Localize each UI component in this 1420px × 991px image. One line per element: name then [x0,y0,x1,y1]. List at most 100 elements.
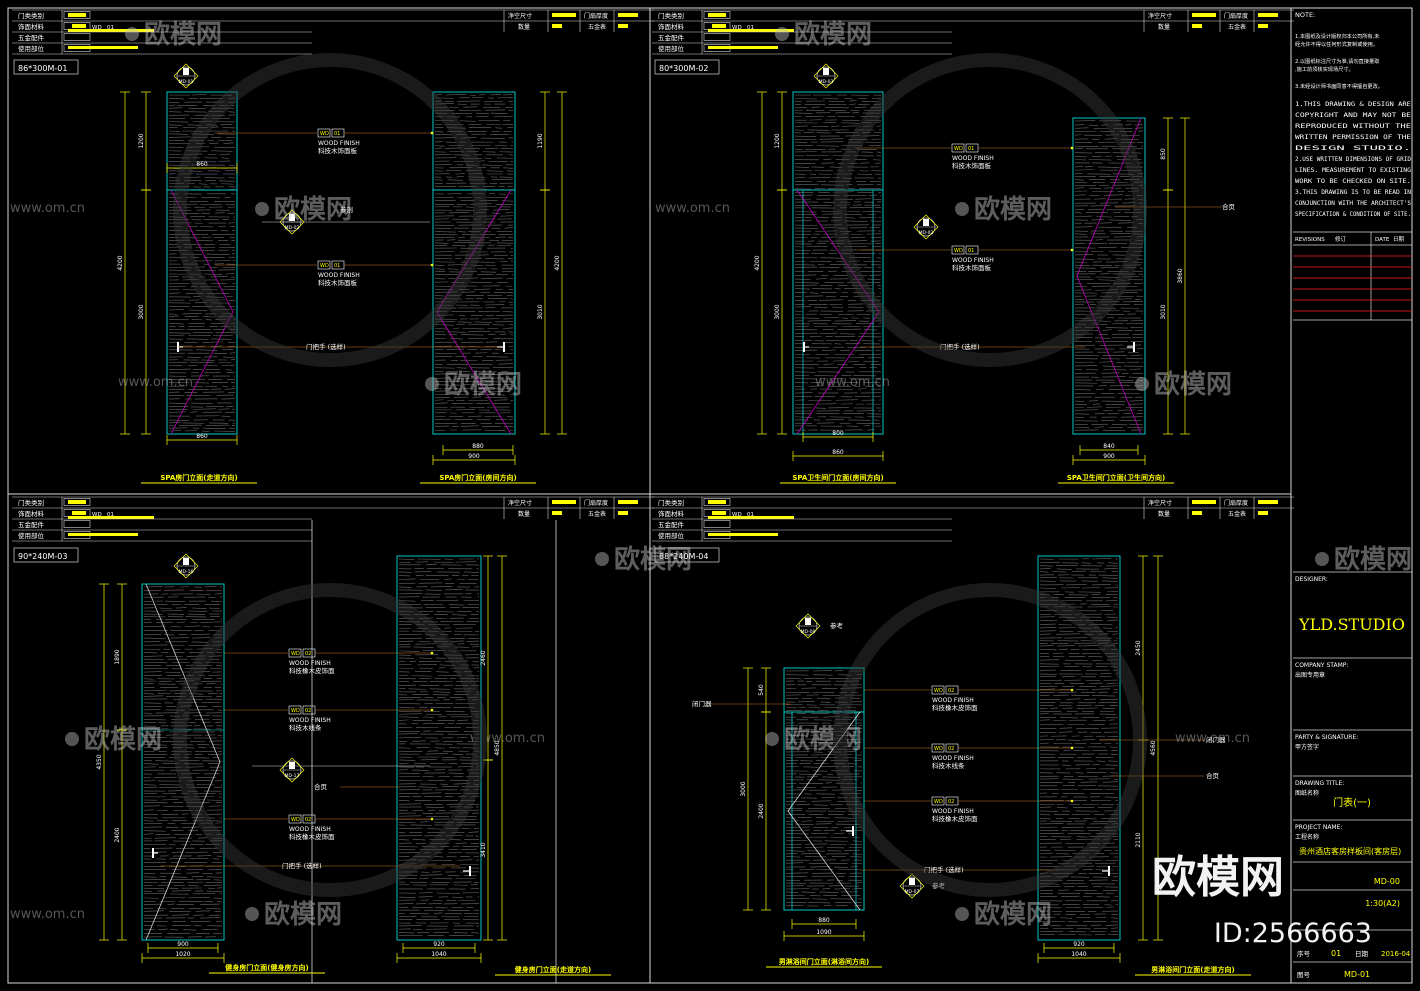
grain-line [1098,120,1122,122]
grain-line [1111,921,1119,923]
note-heading: NOTE: [1295,11,1315,19]
grain-line [193,671,211,673]
callout-code: WD [320,131,329,137]
grain-line [1109,181,1129,184]
grain-line [458,766,474,768]
door-elevation [141,583,225,941]
grain-line [444,388,461,390]
grain-line [811,106,820,108]
grain-line [451,614,467,616]
dimension-label: 880 [472,443,484,450]
grain-line [192,637,211,639]
grain-line [794,403,815,406]
grain-line [448,852,463,854]
grain-line [823,158,832,160]
header-label: 门类类别 [658,498,684,507]
grain-line [434,769,446,771]
grain-line [183,929,197,931]
grain-line [835,817,855,819]
grain-line [466,150,479,153]
grain-line [456,176,464,178]
grain-line [1131,152,1142,154]
grain-line [805,148,826,151]
grain-line [143,695,164,697]
grain-line [785,703,803,706]
grain-line [821,349,836,351]
grain-line [837,163,845,165]
grain-line [861,131,871,133]
callout-box [931,796,945,806]
grain-line [208,655,223,657]
grain-line [785,872,809,874]
grain-line [1117,279,1126,281]
grain-line [398,571,412,573]
header-value-bar [552,24,562,28]
grain-line [200,621,223,623]
grain-line [433,691,451,693]
grain-line [427,630,439,632]
grain-line [1075,689,1089,691]
grain-line [1091,688,1111,690]
elevation-title: SPA卫生间门立面(房间方向) [792,473,883,482]
header-value-bar [1192,500,1216,504]
tb-label: 日期 [1355,950,1369,958]
grain-line [1136,219,1144,221]
callout-num: 01 [334,263,340,269]
grain-line [1074,166,1083,168]
grain-line [168,130,181,132]
grain-line [419,657,433,659]
grain-line [222,364,236,366]
grain-line [495,127,502,129]
grain-line [430,586,452,588]
leader-label: 门把手 (选样) [306,342,346,351]
grain-line [172,698,183,700]
grain-line [876,201,882,203]
grain-line [490,94,501,96]
header-label: 数量 [518,23,530,31]
dimension-label: 2400 [758,803,765,818]
grain-line [807,320,831,322]
grain-line [211,150,233,152]
grain-line [202,626,211,628]
grain-line [447,268,459,270]
grain-line [845,135,861,137]
title-block-frame [1290,7,1413,984]
wood-grain-texture [1039,558,1119,936]
grain-line [808,204,832,206]
elevation-title: 男淋浴间门立面(淋浴间方向) [779,957,869,966]
watermark-site: www.om.cn [10,201,85,216]
dimension-label: 880 [818,917,830,924]
grain-line [421,846,437,848]
callout-code: WD [291,708,300,714]
callout-text-en: WOOD FINISH [932,697,974,704]
grain-line [411,722,419,724]
grain-line [1104,796,1119,798]
dimension-label: 1090 [816,929,831,936]
dimension-label: 3000 [774,304,781,319]
header-label: 门类类别 [18,498,44,507]
tb-label: DESIGNER: [1295,576,1328,583]
grain-line [1091,323,1108,325]
marker-label: MD-17 [285,773,300,779]
grain-line [1071,570,1087,572]
header-code: WD [732,512,742,518]
grain-line [456,367,467,369]
grain-line [430,688,450,690]
dimension-label: 920 [1073,941,1085,948]
grain-line [469,203,492,205]
grain-line [809,292,819,294]
grain-line [485,307,496,309]
grain-line [434,196,454,199]
grain-line [178,424,202,426]
swing-line [145,583,221,763]
grain-line [468,831,480,833]
grain-line [1129,254,1144,256]
grain-line [1075,772,1084,774]
grain-line [874,377,882,379]
grain-line [1101,381,1115,384]
grain-line [1079,685,1097,688]
grain-line [1098,246,1117,249]
dimension-label: 3010 [1160,304,1167,319]
